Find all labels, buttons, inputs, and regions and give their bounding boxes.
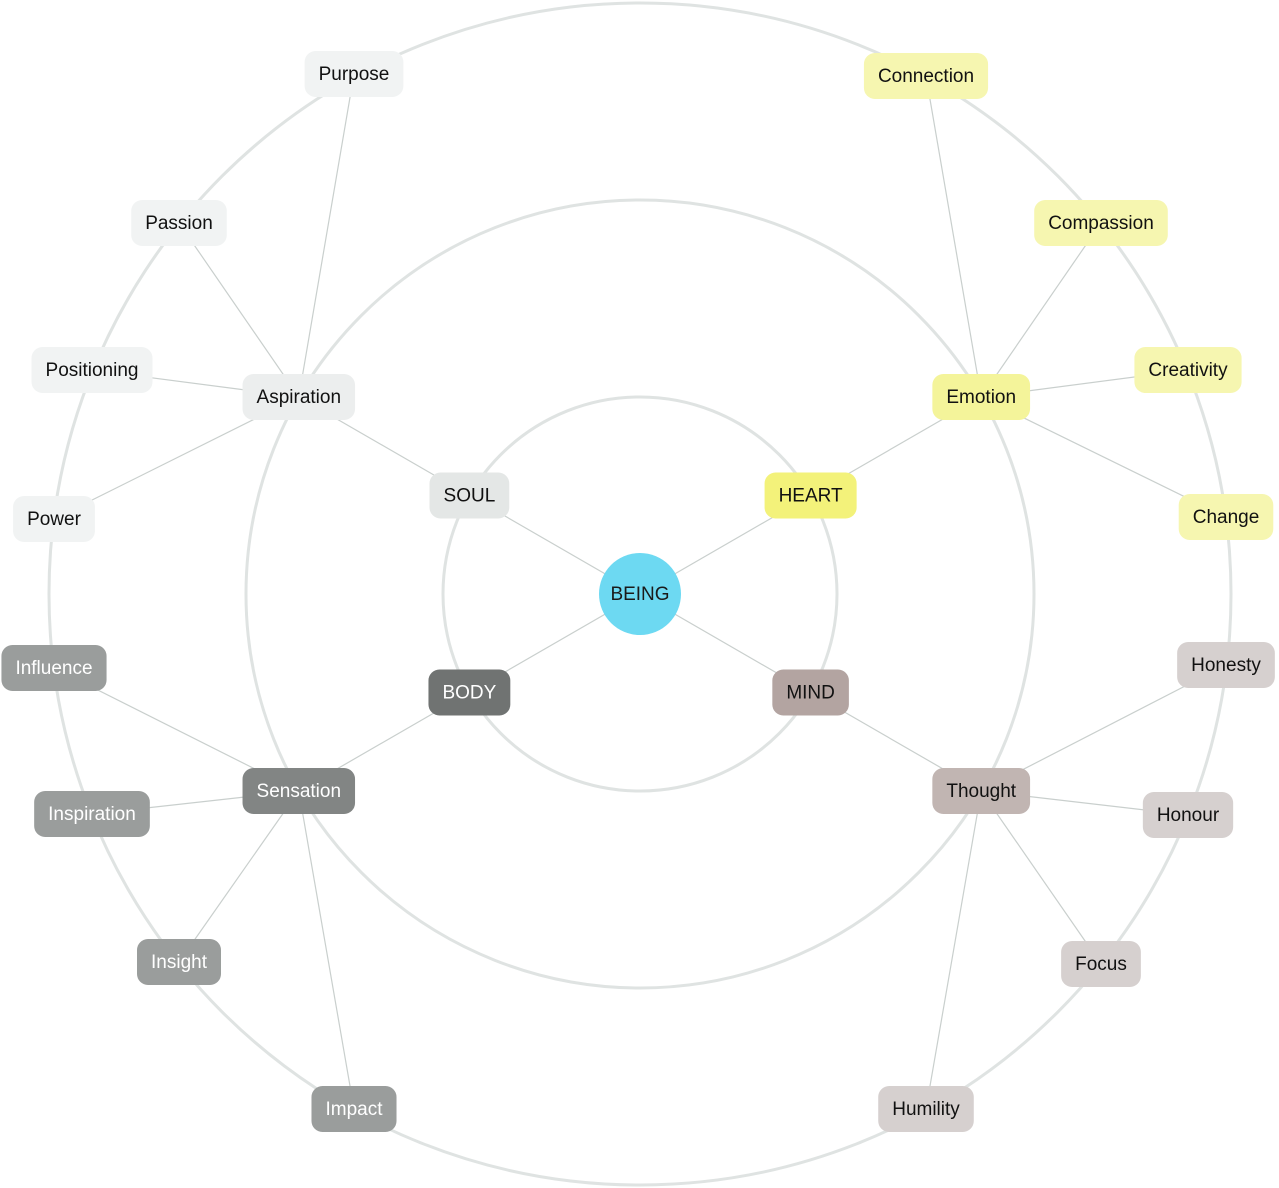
leaf-honour: Honour xyxy=(1142,792,1234,838)
hub-emotion: Emotion xyxy=(932,374,1031,420)
inner-ring xyxy=(441,395,839,793)
leaf-honour-label: Honour xyxy=(1157,805,1220,826)
edge-mind-leaf-3 xyxy=(925,790,982,1110)
category-heart-shape xyxy=(764,472,857,519)
hub-aspiration-label: Aspiration xyxy=(257,387,342,408)
edge-soul-leaf-0 xyxy=(298,73,355,398)
leaf-change-label: Change xyxy=(1193,507,1260,528)
leaf-insight-shape xyxy=(137,939,221,985)
leaf-passion: Passion xyxy=(131,200,227,246)
leaf-honesty-shape xyxy=(1177,642,1275,688)
leaf-purpose-shape xyxy=(304,51,404,97)
leaf-influence-shape xyxy=(1,645,107,691)
category-soul-label: SOUL xyxy=(444,486,496,507)
category-mind-shape xyxy=(772,669,849,716)
leaf-creativity-label: Creativity xyxy=(1148,360,1228,381)
leaf-creativity: Creativity xyxy=(1134,347,1242,393)
category-mind: MIND xyxy=(772,669,849,716)
hub-sensation-shape xyxy=(242,768,356,814)
leaf-honesty-label: Honesty xyxy=(1191,655,1261,676)
category-soul-shape xyxy=(429,472,510,519)
leaf-positioning: Positioning xyxy=(31,347,153,393)
leaf-power: Power xyxy=(13,496,95,542)
leaf-impact-label: Impact xyxy=(325,1099,383,1120)
hub-thought-label: Thought xyxy=(946,781,1016,802)
leaf-inspiration-label: Inspiration xyxy=(48,804,136,825)
hub-thought-shape xyxy=(932,768,1031,814)
leaf-connection: Connection xyxy=(863,53,989,99)
hub-emotion-label: Emotion xyxy=(946,387,1016,408)
center-being-shape xyxy=(599,553,681,635)
center-being: BEING xyxy=(599,553,681,635)
concentric-rings xyxy=(47,1,1233,1187)
leaf-insight: Insight xyxy=(137,939,221,985)
leaf-purpose: Purpose xyxy=(304,51,404,97)
hub-thought: Thought xyxy=(932,768,1031,814)
edge-mind-leaf-2 xyxy=(980,790,1102,965)
leaf-impact-shape xyxy=(311,1086,397,1132)
edge-heart-leaf-0 xyxy=(925,75,982,398)
leaf-creativity-shape xyxy=(1134,347,1242,393)
hub-aspiration-shape xyxy=(242,374,356,420)
leaf-honour-shape xyxy=(1142,792,1234,838)
leaf-impact: Impact xyxy=(311,1086,397,1132)
leaf-power-label: Power xyxy=(27,509,82,530)
leaf-focus: Focus xyxy=(1061,941,1141,987)
edge-heart-leaf-1 xyxy=(980,222,1102,398)
leaf-influence: Influence xyxy=(1,645,107,691)
outer-ring xyxy=(47,1,1233,1187)
leaf-positioning-shape xyxy=(31,347,153,393)
category-body-shape xyxy=(428,669,511,716)
leaf-focus-shape xyxy=(1061,941,1141,987)
category-body-label: BODY xyxy=(442,683,496,704)
hub-emotion-shape xyxy=(932,374,1031,420)
leaf-power-shape xyxy=(13,496,95,542)
leaf-connection-label: Connection xyxy=(878,66,974,87)
leaf-positioning-label: Positioning xyxy=(46,360,139,381)
category-body: BODY xyxy=(428,669,511,716)
leaf-humility: Humility xyxy=(878,1086,974,1132)
leaf-compassion: Compassion xyxy=(1034,200,1168,246)
category-mind-label: MIND xyxy=(786,683,835,704)
leaf-insight-label: Insight xyxy=(151,952,208,973)
leaf-humility-shape xyxy=(878,1086,974,1132)
leaf-change: Change xyxy=(1178,494,1274,540)
edge-soul-leaf-1 xyxy=(178,222,300,398)
category-heart: HEART xyxy=(764,472,857,519)
leaf-compassion-label: Compassion xyxy=(1048,213,1154,234)
hub-sensation-label: Sensation xyxy=(257,781,342,802)
edge-body-leaf-3 xyxy=(298,790,355,1110)
hub-sensation: Sensation xyxy=(242,768,356,814)
hub-aspiration: Aspiration xyxy=(242,374,356,420)
category-soul: SOUL xyxy=(429,472,510,519)
leaf-compassion-shape xyxy=(1034,200,1168,246)
center-being-label: BEING xyxy=(610,584,669,605)
leaf-passion-label: Passion xyxy=(145,213,213,234)
leaf-passion-shape xyxy=(131,200,227,246)
leaf-connection-shape xyxy=(863,53,989,99)
edge-body-leaf-2 xyxy=(178,790,300,963)
leaf-inspiration: Inspiration xyxy=(34,791,150,837)
middle-ring xyxy=(244,198,1036,990)
leaf-influence-label: Influence xyxy=(15,658,92,679)
leaf-inspiration-shape xyxy=(34,791,150,837)
leaf-change-shape xyxy=(1178,494,1274,540)
leaf-focus-label: Focus xyxy=(1075,954,1127,975)
leaf-humility-label: Humility xyxy=(892,1099,960,1120)
leaf-honesty: Honesty xyxy=(1177,642,1275,688)
category-heart-label: HEART xyxy=(779,486,843,507)
leaf-purpose-label: Purpose xyxy=(319,64,390,85)
